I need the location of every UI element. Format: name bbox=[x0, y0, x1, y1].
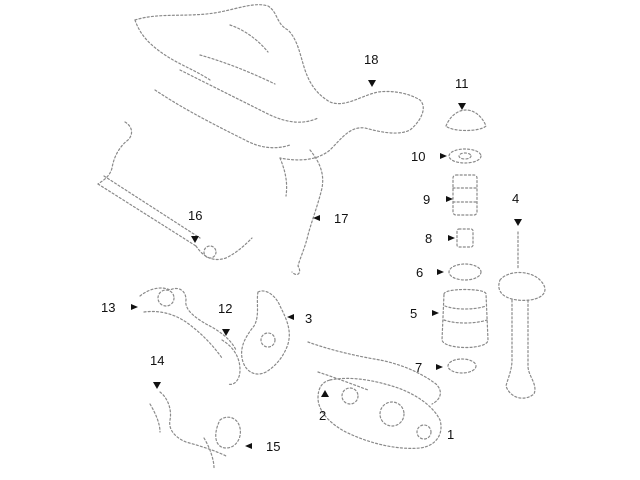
arrow-10 bbox=[440, 153, 447, 159]
part-18-upper-cover bbox=[134, 4, 424, 161]
callout-4: 4 bbox=[512, 191, 520, 206]
part-14-link bbox=[149, 391, 227, 457]
callout-6: 6 bbox=[416, 265, 424, 280]
callout-18: 18 bbox=[364, 52, 379, 67]
arrow-13 bbox=[131, 304, 138, 310]
part-3-knuckle bbox=[241, 290, 290, 375]
callout-12: 12 bbox=[218, 301, 233, 316]
callout-1: 1 bbox=[447, 427, 455, 442]
part-2-crossmember bbox=[307, 341, 441, 405]
callout-3: 3 bbox=[305, 311, 313, 326]
part-12-link bbox=[221, 339, 241, 385]
callout-10: 10 bbox=[411, 149, 426, 164]
callout-7: 7 bbox=[415, 360, 423, 375]
callout-14: 14 bbox=[150, 353, 165, 368]
part-17-bracket bbox=[279, 149, 324, 276]
part-4-shock-absorber bbox=[498, 231, 546, 399]
arrow-7 bbox=[436, 364, 443, 370]
arrow-18 bbox=[368, 80, 376, 87]
arrow-12 bbox=[222, 329, 230, 336]
part-5-bump-stop bbox=[441, 288, 489, 349]
callout-2: 2 bbox=[319, 408, 327, 423]
callout-8: 8 bbox=[425, 231, 433, 246]
callout-15: 15 bbox=[266, 439, 281, 454]
arrow-3 bbox=[287, 314, 294, 320]
arrow-17 bbox=[313, 215, 320, 221]
callout-13: 13 bbox=[101, 300, 116, 315]
arrow-5 bbox=[432, 310, 439, 316]
arrow-8 bbox=[448, 235, 455, 241]
part-15-bolt bbox=[203, 416, 241, 469]
part-13-lower-arm bbox=[139, 287, 237, 359]
arrow-6 bbox=[437, 269, 444, 275]
arrow-11 bbox=[458, 103, 466, 110]
arrow-2 bbox=[321, 390, 329, 397]
arrow-9 bbox=[446, 196, 453, 202]
arrow-4 bbox=[514, 219, 522, 226]
part-9-bushing bbox=[452, 174, 478, 216]
callout-9: 9 bbox=[423, 192, 431, 207]
part-1-gear-housing bbox=[317, 377, 442, 449]
callout-16: 16 bbox=[188, 208, 203, 223]
part-8-spacer bbox=[456, 228, 474, 248]
callout-5: 5 bbox=[410, 306, 418, 321]
callout-arrows bbox=[131, 80, 522, 449]
arrow-15 bbox=[245, 443, 252, 449]
callout-11: 11 bbox=[455, 76, 469, 91]
arrow-16 bbox=[191, 236, 199, 243]
part-7-lower-washer bbox=[447, 358, 477, 374]
part-11-upper-mount bbox=[445, 109, 487, 132]
arrow-14 bbox=[153, 382, 161, 389]
callout-17: 17 bbox=[334, 211, 349, 226]
part-16-stay bbox=[97, 121, 253, 261]
part-10-washer bbox=[448, 148, 482, 164]
part-6-nut bbox=[448, 263, 482, 281]
